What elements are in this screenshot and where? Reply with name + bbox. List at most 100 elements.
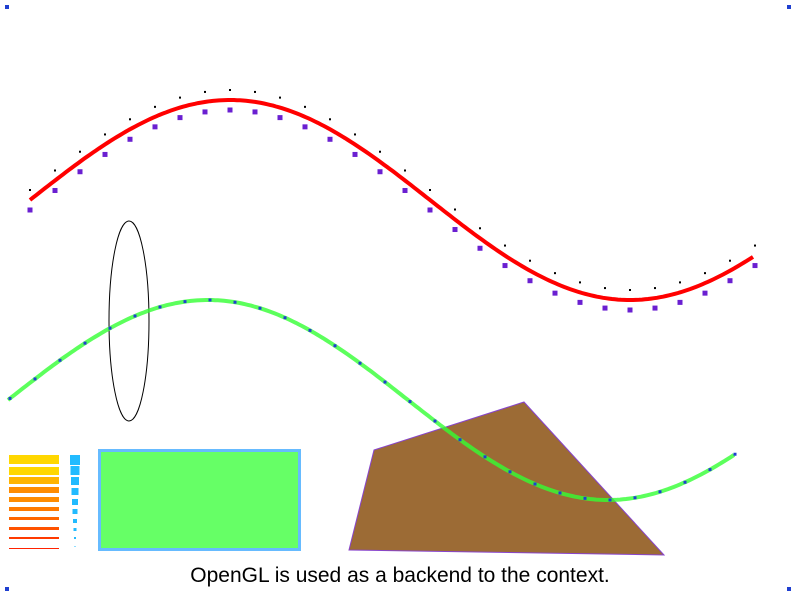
black-point-18 [479, 227, 481, 230]
black-point-4 [129, 118, 131, 121]
black-point-6 [179, 96, 181, 99]
black-point-16 [429, 189, 431, 191]
caption-text: OpenGL is used as a backend to the conte… [190, 564, 610, 587]
black-point-5 [154, 105, 156, 108]
bar-2 [9, 477, 59, 484]
purple-point-26 [677, 299, 683, 305]
purple-point-9 [252, 109, 258, 115]
black-point-26 [679, 281, 681, 284]
blue-point-8 [208, 298, 212, 302]
brown-polygon [348, 401, 666, 556]
purple-point-7 [202, 109, 208, 115]
blue-point-25 [633, 496, 637, 500]
blue-point-19 [483, 455, 487, 459]
blue-point-12 [308, 328, 312, 332]
blue-point-23 [583, 496, 587, 500]
purple-point-25 [652, 305, 658, 311]
purple-point-16 [427, 207, 433, 213]
green-rectangle [98, 449, 301, 551]
corner-marker-1 [787, 5, 791, 9]
black-point-13 [354, 133, 356, 136]
bar-4 [9, 497, 59, 502]
line-width-bars [9, 455, 59, 549]
purple-point-2 [77, 169, 83, 175]
corner-marker-0 [5, 5, 9, 9]
blue-point-1 [33, 377, 37, 381]
purple-point-28 [727, 278, 733, 284]
blue-point-5 [133, 314, 137, 318]
square-3 [71, 488, 79, 495]
bar-7 [9, 527, 59, 530]
square-6 [73, 519, 77, 523]
bar-9 [9, 548, 59, 549]
purple-point-8 [227, 107, 233, 113]
blue-point-21 [533, 482, 537, 486]
blue-point-markers [8, 298, 737, 502]
black-point-12 [329, 118, 331, 121]
black-point-0 [29, 189, 31, 191]
black-point-8 [229, 89, 231, 91]
bar-8 [9, 537, 59, 539]
black-point-markers [29, 89, 756, 291]
blue-point-2 [58, 358, 62, 362]
purple-point-1 [52, 187, 58, 193]
purple-point-3 [102, 151, 108, 157]
black-point-10 [279, 96, 281, 99]
purple-point-5 [152, 124, 158, 130]
purple-point-29 [752, 263, 758, 269]
blue-point-3 [83, 341, 87, 345]
black-point-1 [54, 169, 56, 172]
square-4 [72, 499, 78, 505]
purple-point-17 [452, 227, 458, 233]
purple-point-0 [27, 207, 33, 213]
green-sine-curve [6, 298, 736, 502]
red-sine-group [27, 89, 758, 313]
bar-5 [9, 507, 59, 511]
bar-6 [9, 517, 59, 520]
black-point-24 [629, 289, 631, 291]
square-8 [74, 537, 76, 539]
square-7 [73, 528, 77, 531]
blue-point-29 [733, 452, 737, 456]
point-size-squares [70, 455, 80, 547]
blue-point-0 [8, 396, 12, 400]
blue-point-18 [458, 438, 462, 442]
purple-point-24 [627, 307, 633, 313]
black-point-11 [304, 105, 306, 108]
black-point-2 [79, 150, 81, 153]
purple-point-23 [602, 305, 608, 311]
square-2 [71, 477, 79, 485]
blue-point-27 [683, 480, 687, 484]
black-point-3 [104, 133, 106, 136]
black-point-9 [254, 90, 256, 93]
blue-point-14 [358, 361, 362, 365]
purple-point-19 [502, 263, 508, 269]
black-point-15 [404, 169, 406, 172]
black-point-20 [529, 259, 531, 262]
purple-point-15 [402, 187, 408, 193]
purple-point-4 [127, 136, 133, 142]
purple-point-21 [552, 290, 558, 296]
purple-point-20 [527, 278, 533, 284]
bar-0 [9, 455, 59, 464]
black-point-29 [754, 244, 756, 247]
blue-point-4 [108, 326, 112, 330]
black-point-7 [204, 90, 206, 93]
purple-point-13 [352, 151, 358, 157]
purple-point-22 [577, 299, 583, 305]
black-point-17 [454, 208, 456, 211]
blue-point-11 [283, 316, 287, 320]
bar-3 [9, 487, 59, 493]
blue-point-10 [258, 306, 262, 310]
black-point-28 [729, 259, 731, 262]
purple-point-markers [27, 107, 758, 313]
black-point-23 [604, 287, 606, 290]
blue-point-22 [558, 491, 562, 495]
blue-point-26 [658, 490, 662, 494]
black-point-14 [379, 150, 381, 153]
corner-marker-3 [787, 587, 791, 591]
black-point-25 [654, 287, 656, 290]
corner-marker-2 [5, 587, 9, 591]
